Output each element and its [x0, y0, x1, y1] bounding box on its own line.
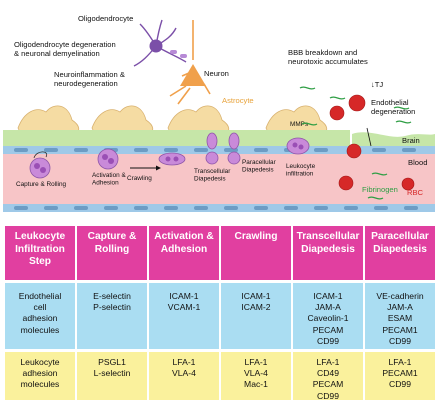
blood-lumen [3, 154, 435, 204]
endothelium-top [3, 146, 435, 154]
oligo-degeneration-label: Oligodendrocyte degeneration& neuronal d… [14, 40, 116, 58]
brain-tissue-band [3, 130, 350, 146]
mmps-label: MMPs [290, 121, 308, 128]
endothelial-cell-nuclei-top [14, 148, 416, 152]
neuron-cell [169, 20, 211, 105]
leukocyte-nuclei [34, 142, 304, 173]
oligodendrocyte-cell [133, 19, 187, 67]
rbc-label: RBC [407, 188, 424, 197]
step-capture-label: Capture & Rolling [16, 181, 67, 188]
header-crawling: Crawling [219, 226, 293, 280]
endothelium-bottom [3, 204, 435, 212]
blood-label: Blood [408, 158, 427, 167]
astrocyte-label: Astrocyte [222, 96, 254, 105]
brain-tissue-band-right [352, 132, 435, 146]
step-crawling-label: Crawling [127, 175, 152, 182]
brain-label: Brain [402, 136, 420, 145]
capture-rolling-arrow [33, 151, 48, 159]
tj-marker [366, 127, 372, 147]
fibrinogen-label: Fibrinogen [362, 185, 398, 194]
neuron-label: Neuron [204, 69, 229, 78]
astrocyte-processes [17, 105, 328, 133]
oligodendrocyte-label: Oligodendrocyte [78, 14, 133, 23]
step-activation-label: Activation &Adhesion [92, 172, 126, 187]
header-activation-adhesion: Activation &Adhesion [147, 226, 221, 280]
leukocytes [29, 132, 310, 179]
neuroinflammation-label: Neuroinflammation &neurodegeneration [54, 70, 125, 88]
red-blood-cells [329, 94, 415, 191]
header-capture-rolling: Capture &Rolling [75, 226, 149, 280]
endothelial-cell-nuclei-bottom [14, 206, 418, 210]
tj-label: ↓TJ [371, 80, 383, 89]
fibrinogen-fibers [299, 86, 412, 200]
